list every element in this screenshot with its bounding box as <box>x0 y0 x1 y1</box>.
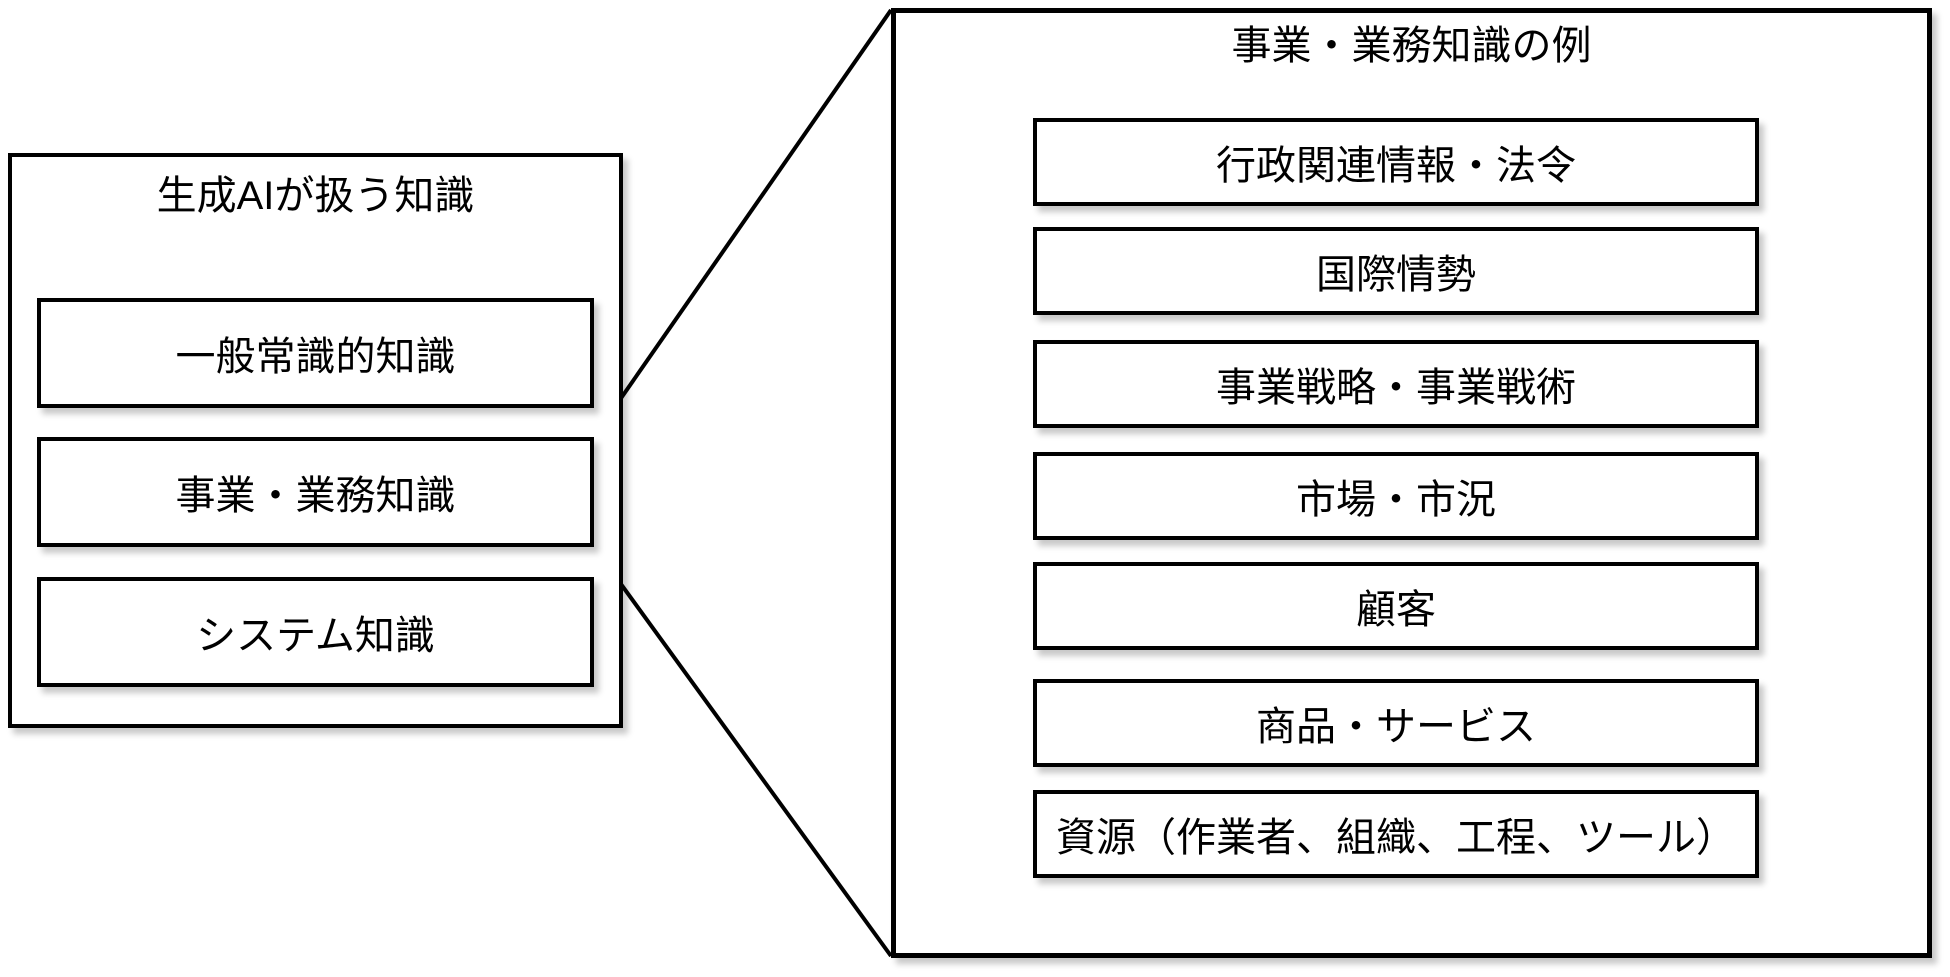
left-panel: 生成AIが扱う知識 一般常識的知識 事業・業務知識 システム知識 <box>8 153 623 728</box>
box-system-knowledge: システム知識 <box>37 577 594 687</box>
right-panel-title: 事業・業務知識の例 <box>1231 24 1592 68</box>
right-panel: 事業・業務知識の例 行政関連情報・法令 国際情勢 事業戦略・事業戦術 市場・市況… <box>891 8 1932 958</box>
box-general-knowledge: 一般常識的知識 <box>37 298 594 408</box>
example-box-government-legal: 行政関連情報・法令 <box>1033 118 1759 206</box>
example-box-international-affairs: 国際情勢 <box>1033 227 1759 315</box>
callout-line-bottom <box>592 545 893 958</box>
box-business-knowledge: 事業・業務知識 <box>37 437 594 547</box>
example-box-customers: 顧客 <box>1033 562 1759 650</box>
example-box-market-conditions: 市場・市況 <box>1033 452 1759 540</box>
example-box-resources: 資源（作業者、組織、工程、ツール） <box>1033 790 1759 878</box>
left-panel-title: 生成AIが扱う知識 <box>156 174 475 218</box>
callout-line-top <box>592 8 893 439</box>
example-box-products-services: 商品・サービス <box>1033 679 1759 767</box>
example-box-business-strategy: 事業戦略・事業戦術 <box>1033 340 1759 428</box>
